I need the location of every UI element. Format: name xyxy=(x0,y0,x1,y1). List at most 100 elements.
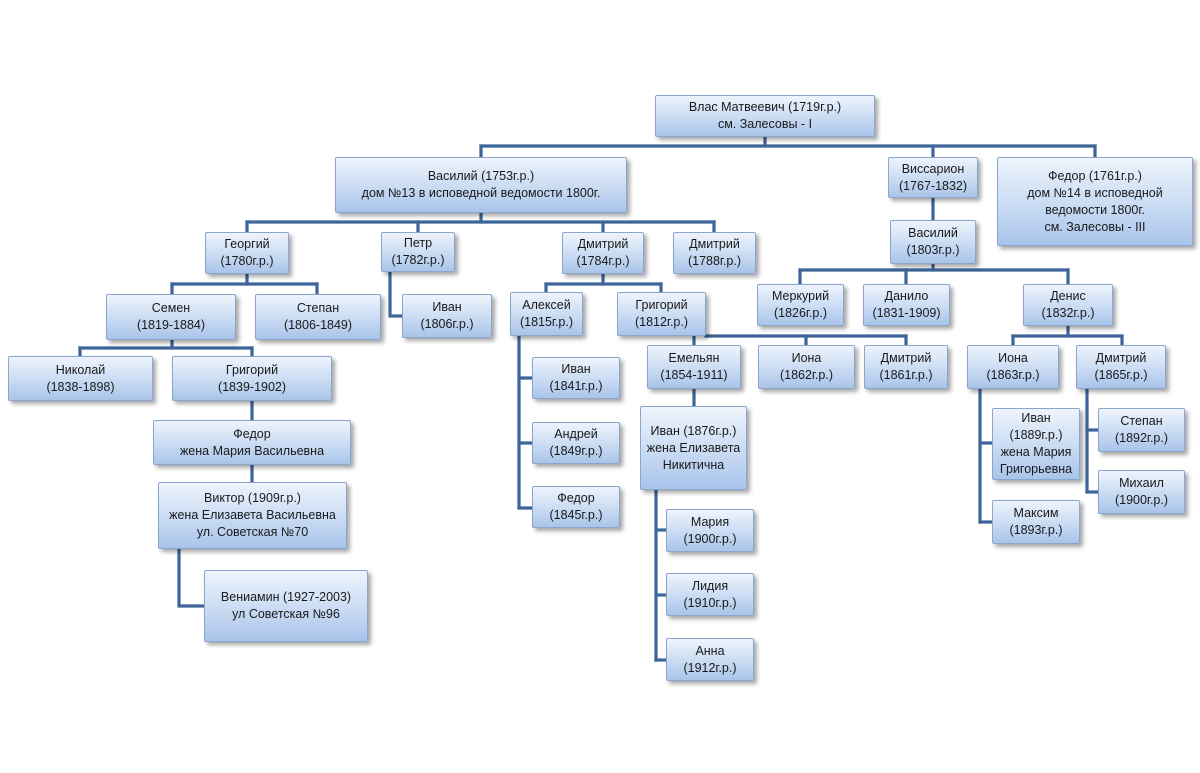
node-text-line: (1861г.р.) xyxy=(879,368,933,382)
person-dmitriy-1784[interactable]: Дмитрий (1784г.р.) xyxy=(562,232,644,274)
node-text-line: Денис xyxy=(1050,289,1086,303)
person-danilo[interactable]: Данило(1831-1909) xyxy=(863,284,950,326)
node-text-line: Емельян xyxy=(668,351,720,365)
node-text-line: (1849г.р.) xyxy=(549,444,603,458)
node-text-line: Федор xyxy=(233,426,271,441)
person-petr[interactable]: Петр (1782г.р.) xyxy=(381,232,455,272)
node-text-line: дом №14 в исповедной xyxy=(1027,185,1163,200)
person-ivan-1806[interactable]: Иван (1806г.р.) xyxy=(402,294,492,338)
person-dmitriy-1788[interactable]: Дмитрий(1788г.р.) xyxy=(673,232,756,274)
person-veniamin[interactable]: Вениамин (1927-2003) ул Советская №96 xyxy=(204,570,368,642)
node-text-line: (1806-1849) xyxy=(283,318,353,332)
person-iona-1863[interactable]: Иона(1863г.р.) xyxy=(967,345,1059,389)
node-text-line: (1900г.р.) xyxy=(683,531,737,546)
node-text-line: (1826г.р.) xyxy=(773,306,828,320)
person-stepan-1892[interactable]: Степан(1892г.р.) xyxy=(1098,408,1185,452)
node-text-line: ул Советская №96 xyxy=(232,607,340,621)
node-text-line: Иван xyxy=(1021,411,1051,425)
node-text-line: Андрей xyxy=(554,427,598,441)
person-emelyan[interactable]: Емельян(1854-1911) xyxy=(647,345,741,389)
person-dmitriy-1865[interactable]: Дмитрий (1865г.р.) xyxy=(1076,345,1166,389)
node-text-line: Михаил xyxy=(1119,476,1164,490)
node-text-line: Дмитрий xyxy=(880,351,932,365)
node-text-line: жена Елизавета Васильевна xyxy=(169,508,336,522)
node-text-line: жена Елизавета xyxy=(646,440,741,455)
person-mikhail[interactable]: Михаил (1900г.р.) xyxy=(1098,470,1185,514)
node-text-line: Анна xyxy=(695,643,725,658)
node-text-line: (1862г.р.) xyxy=(779,368,834,382)
node-text-line: Василий xyxy=(908,226,958,240)
node-text-line: (1782г.р.) xyxy=(391,253,445,267)
node-text-line: см. Залесовы - III xyxy=(1044,219,1146,234)
node-text-line: см. Залесовы - I xyxy=(717,117,813,131)
node-text-line: Степан xyxy=(1120,414,1163,428)
person-merkuriy[interactable]: Меркурий (1826г.р.) xyxy=(757,284,844,326)
node-text-line: Влас Матвеевич (1719г.р.) xyxy=(688,100,842,114)
person-vasiliy-1803[interactable]: Василий (1803г.р.) xyxy=(890,220,976,264)
node-text-line: Лидия xyxy=(691,578,729,593)
person-georgiy[interactable]: Георгий (1780г.р.) xyxy=(205,232,289,274)
person-ivan-1841[interactable]: Иван (1841г.р.) xyxy=(532,357,620,399)
node-text-line: Семен xyxy=(151,301,191,315)
person-mariya[interactable]: Мария (1900г.р.) xyxy=(666,509,754,552)
node-text-line: (1910г.р.) xyxy=(683,595,737,610)
node-text-line: Василий (1753г.р.) xyxy=(427,169,535,183)
node-text-line: Григорий xyxy=(635,298,688,312)
node-text-line: Вениамин (1927-2003) xyxy=(220,590,352,604)
person-semen[interactable]: Семен (1819-1884) xyxy=(106,294,236,340)
node-text-line: (1912г.р.) xyxy=(683,660,737,675)
connector xyxy=(388,270,404,318)
node-text-line: Меркурий xyxy=(771,289,830,303)
node-text-line: (1803г.р.) xyxy=(906,243,960,257)
person-anna[interactable]: Анна (1912г.р.) xyxy=(666,638,754,681)
person-nikolay[interactable]: Николай(1838-1898) xyxy=(8,356,153,401)
node-text-line: Мария xyxy=(690,514,730,529)
node-text-line: Иван xyxy=(561,362,591,376)
person-vlas-matveevich[interactable]: Влас Матвеевич (1719г.р.) см. Залесовы - … xyxy=(655,95,875,137)
person-vasiliy-1753[interactable]: Василий (1753г.р.)дом №13 в исповедной в… xyxy=(335,157,627,213)
node-text-line: Дмитрий xyxy=(577,237,629,251)
node-text-line: (1815г.р.) xyxy=(519,315,574,329)
node-text-line: Петр xyxy=(403,236,433,250)
person-fedor-1845[interactable]: Федор(1845г.р.) xyxy=(532,486,620,528)
node-text-line: Григорьевна xyxy=(999,462,1073,476)
node-text-line: Федор xyxy=(557,491,595,505)
node-text-line: (1767-1832) xyxy=(898,178,968,193)
person-lidiya[interactable]: Лидия (1910г.р.) xyxy=(666,573,754,616)
node-text-line: ул. Советская №70 xyxy=(196,525,309,539)
node-text-line: (1831-1909) xyxy=(872,306,941,320)
person-stepan-1806[interactable]: Степан(1806-1849) xyxy=(255,294,381,340)
node-text-line: (1841г.р.) xyxy=(549,379,603,393)
node-text-line: (1784г.р.) xyxy=(576,254,630,268)
person-maksim[interactable]: Максим(1893г.р.) xyxy=(992,500,1080,544)
node-text-line: (1819-1884) xyxy=(136,318,206,332)
person-dmitriy-1861[interactable]: Дмитрий (1861г.р.) xyxy=(864,345,948,389)
node-text-line: Дмитрий xyxy=(1095,351,1147,365)
person-grigoriy-1812[interactable]: Григорий (1812г.р.) xyxy=(617,292,706,336)
person-aleksey[interactable]: Алексей (1815г.р.) xyxy=(510,292,583,336)
node-text-line: Георгий xyxy=(224,237,270,251)
node-text-line: (1780г.р.) xyxy=(220,254,274,268)
person-iona-1862[interactable]: Иона(1862г.р.) xyxy=(758,345,855,389)
person-grigoriy-1839[interactable]: Григорий(1839-1902) xyxy=(172,356,332,401)
person-denis[interactable]: Денис(1832г.р.) xyxy=(1023,284,1113,326)
node-text-line: (1812г.р.) xyxy=(634,315,689,329)
node-text-line: (1865г.р.) xyxy=(1094,368,1148,382)
node-text-line: Никитична xyxy=(662,457,725,472)
node-text-line: Иван xyxy=(432,300,462,314)
node-text-line: Иона xyxy=(998,351,1028,365)
node-text-line: Григорий xyxy=(225,362,279,377)
person-viktor[interactable]: Виктор (1909г.р.)жена Елизавета Васильев… xyxy=(158,482,347,549)
node-text-line: (1806г.р.) xyxy=(420,317,474,331)
connector xyxy=(177,547,206,608)
node-text-line: (1900г.р.) xyxy=(1114,493,1169,507)
person-andrey[interactable]: Андрей (1849г.р.) xyxy=(532,422,620,464)
person-vissarion[interactable]: Виссарион(1767-1832) xyxy=(888,157,978,198)
node-text-line: Алексей xyxy=(522,298,571,312)
